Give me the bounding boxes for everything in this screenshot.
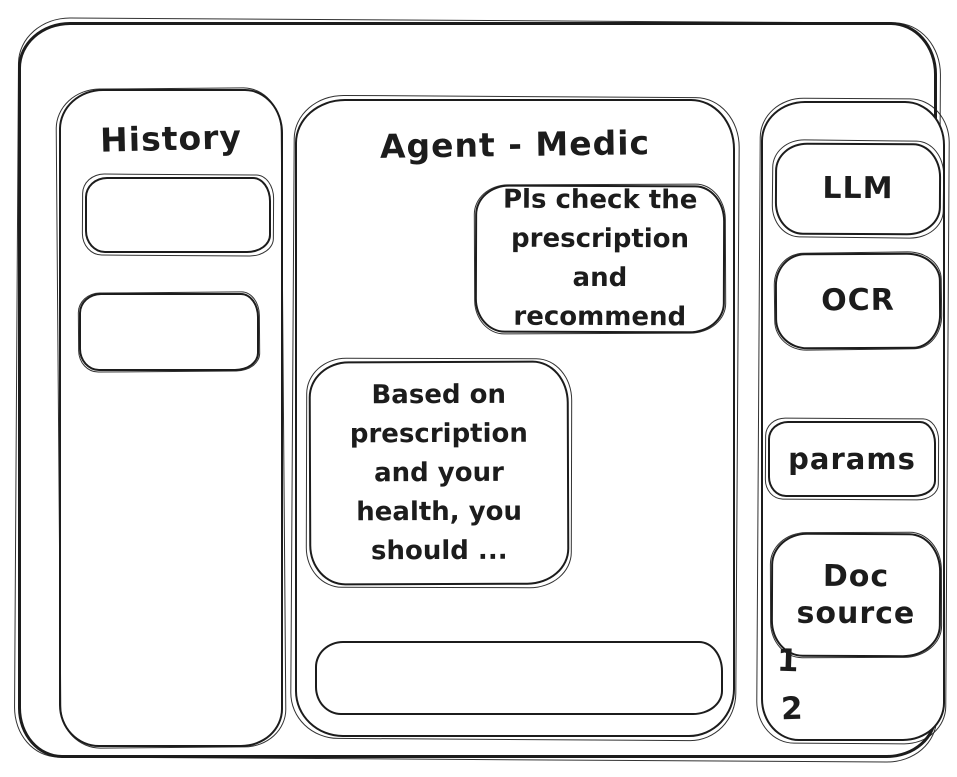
tools-panel: LLM OCR params Doc source 1 2: [761, 101, 945, 741]
assistant-message-bubble: Based on prescription and your health, y…: [308, 360, 570, 586]
doc-source-item-1[interactable]: 1: [776, 642, 800, 680]
tool-params-button[interactable]: params: [768, 421, 936, 497]
chat-panel: Agent - Medic Pls check the prescription…: [295, 99, 735, 737]
chat-panel-title: Agent - Medic: [379, 123, 651, 166]
tool-llm-button[interactable]: LLM: [774, 142, 942, 236]
tool-doc-source-button[interactable]: Doc source: [770, 532, 942, 658]
doc-source-item-2[interactable]: 2: [780, 690, 804, 728]
app-frame: History Agent - Medic Pls check the pres…: [18, 22, 945, 758]
history-panel: History: [59, 89, 283, 747]
message-input[interactable]: [315, 641, 723, 715]
history-item[interactable]: [79, 293, 259, 371]
user-message-bubble: Pls check the prescription and recommend: [474, 184, 726, 334]
history-item[interactable]: [85, 177, 271, 253]
tool-ocr-button[interactable]: OCR: [774, 252, 942, 350]
history-title: History: [99, 117, 243, 160]
